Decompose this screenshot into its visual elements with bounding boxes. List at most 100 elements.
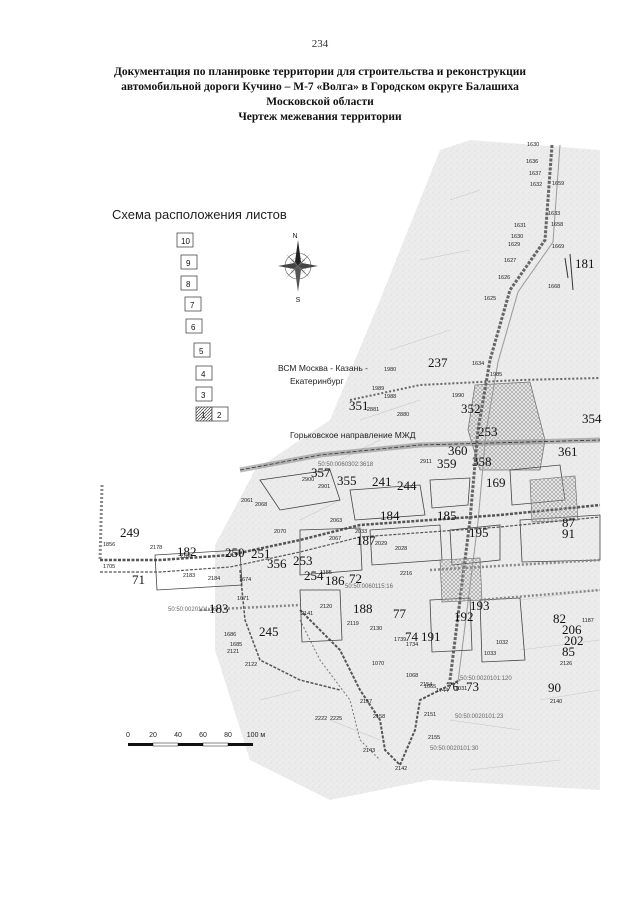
parcel-number: 359 [437,456,457,471]
cadastral-number: 50:50:0020101:30 [430,746,479,752]
railway-label: Горьковское направление МЖД [290,430,416,440]
cadastral-number: 50:50:0060302:3618 [318,462,374,468]
scale-bar [128,742,253,747]
point-number: 2183 [183,573,195,579]
parcel-number: 249 [120,525,140,540]
parcel-number: 251 [251,546,271,561]
parcel-number: 191 [421,629,441,644]
parcel-number: 90 [548,680,561,695]
railway-line [239,439,601,471]
point-number: 2068 [255,502,267,508]
parcel-number: 87 [562,515,576,530]
point-number: 1187 [582,618,594,624]
parcel-number: 244 [397,478,417,493]
parcel-number: 352 [461,401,481,416]
parcel-number: 193 [470,598,490,613]
sheet-label: 3 [201,391,206,400]
parcel-number: 195 [469,525,489,540]
parcel-dashed-boundaries [199,558,601,612]
point-number: 1631 [514,223,526,229]
point-number: 1988 [384,394,396,400]
parcel-number: 74 [405,629,419,644]
parcel-number: 185 [437,508,457,523]
parcel-number: 73 [466,679,479,694]
pipeline-label-line2: Екатеринбург [290,376,343,386]
parcel-number: 254 [304,568,324,583]
south-loop-inner [299,619,381,761]
sheet-label: 7 [190,301,195,310]
point-number: 2178 [150,545,162,551]
compass-rose [278,240,318,292]
pipeline-label-line1: ВСМ Москва - Казань - [278,363,368,373]
point-number: 2155 [428,735,440,741]
point-number: 2119 [347,621,359,627]
parcel-number: 241 [372,474,392,489]
compass-north-label: N [292,233,297,240]
parcel-number: 355 [337,473,357,488]
hatched-junction-area [467,381,546,471]
point-number: 2070 [274,529,286,535]
point-number: 2216 [400,571,412,577]
parcel-number: 253 [478,424,498,439]
parcel-number: 360 [448,443,468,458]
scale-label: 80 [224,732,232,739]
parcel-number: 361 [558,444,578,459]
point-number: 1065 [424,684,436,690]
point-number: 2141 [301,611,313,617]
point-number: 1985 [490,372,502,378]
point-number: 1630 [511,234,523,240]
point-number: 1633 [548,211,560,217]
point-number: 2184 [208,576,220,582]
point-number: 2029 [375,541,387,547]
parcel-number: 188 [353,601,373,616]
parcel-number: 250 [225,545,245,560]
compass-south-label: S [296,297,301,304]
doc-title-line-3: Московской области [266,96,374,108]
parcel-number: 169 [486,475,506,490]
parcel-number: 184 [380,508,400,523]
cadastral-number-layer: 50:50:0060302:361850:50:0020101:1650:50:… [168,462,512,752]
parcel-number: 71 [132,572,145,587]
west-boundary [98,484,104,561]
scale-label: 60 [199,732,207,739]
point-number: 2157 [360,699,372,705]
point-number: 2121 [227,649,239,655]
point-number: 2063 [330,518,342,524]
road-north [448,144,554,681]
point-number: 2142 [395,766,407,772]
parcel-number: 72 [349,571,362,586]
parcel-number: 85 [562,644,575,659]
east-boundary-ticks [564,253,574,291]
point-number: 1659 [552,181,564,187]
point-number: 2126 [560,661,572,667]
point-number: 1980 [384,367,396,373]
parcel-number: 358 [472,454,492,469]
parcel-number: 237 [428,355,448,370]
parcel-number: 186 [325,573,345,588]
point-number: 2225 [330,716,342,722]
point-number: 1674 [239,577,251,583]
scale-label: 20 [149,732,157,739]
doc-title-line-4: Чертеж межевания территории [238,111,402,123]
point-number: 1686 [224,632,236,638]
sheet-scheme-title: Схема расположения листов [112,207,287,222]
point-number: 1634 [472,361,484,367]
sheet-label: 2 [217,411,222,420]
point-number: 2120 [320,604,332,610]
point-number: 1630 [527,142,539,148]
sheet-label: 5 [199,347,204,356]
point-number: 1070 [372,661,384,667]
point-number: 1989 [372,386,384,392]
point-number: 1685 [230,642,242,648]
parcel-number: 77 [393,606,407,621]
point-number: 2061 [241,498,253,504]
point-number: 2911 [420,459,432,465]
south-west-road [239,569,341,691]
point-number: 2028 [395,546,407,552]
parcel-number: 82 [553,611,566,626]
point-number: 1032 [496,640,508,646]
pipeline-line [349,377,601,401]
cadastral-number: 50:50:0060115:16 [345,584,394,590]
point-number: 1625 [484,296,496,302]
